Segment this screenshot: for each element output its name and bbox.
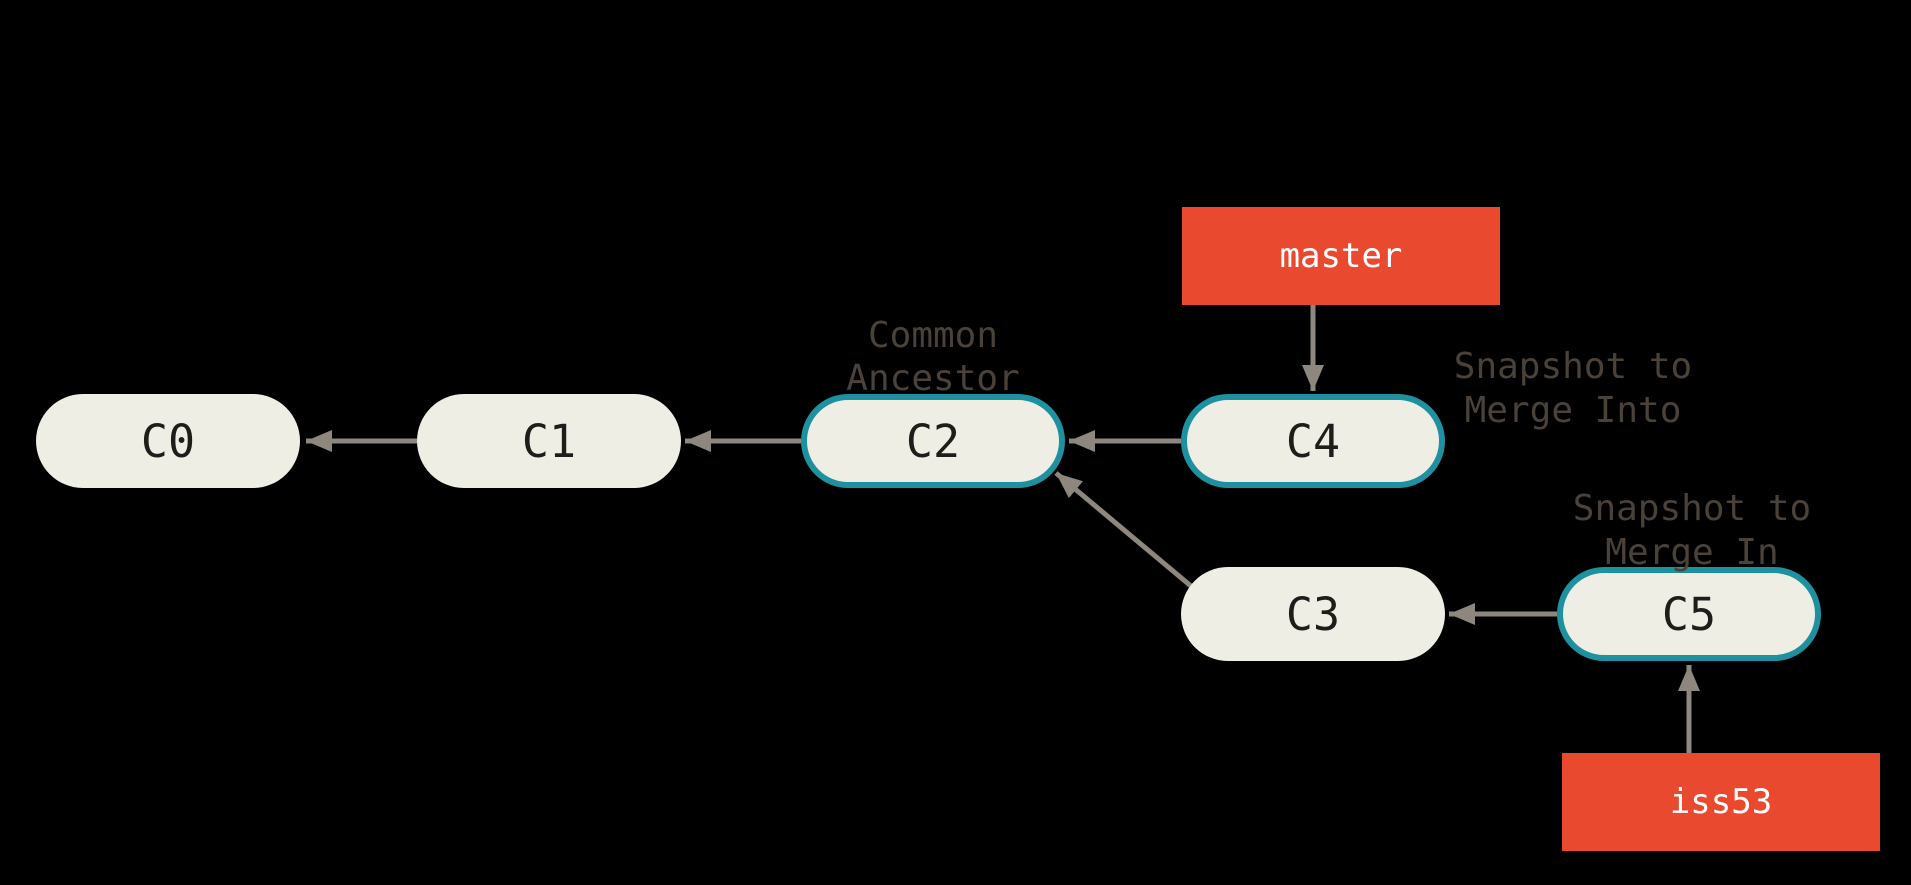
commit-label: C0 — [140, 414, 196, 468]
annotation-line: Merge In — [1605, 532, 1779, 573]
edge-c3-to-c2 — [1054, 471, 1212, 604]
commit-node-c1: C1 — [417, 394, 681, 488]
annotation-line: Merge Into — [1464, 390, 1682, 431]
branch-label: master — [1279, 236, 1403, 276]
commit-node-c0: C0 — [36, 394, 300, 488]
annotation-line: Snapshot to — [1453, 346, 1693, 387]
commit-label: C1 — [521, 414, 577, 468]
commit-node-c3: C3 — [1181, 567, 1445, 661]
commit-node-c5: C5 — [1557, 567, 1821, 661]
commit-node-c4: C4 — [1181, 394, 1445, 488]
branch-label: iss53 — [1669, 782, 1773, 822]
commit-node-c2: C2 — [801, 394, 1065, 488]
annotation-line: Snapshot to — [1572, 488, 1812, 529]
annotation-snapshot-to-merge-in: Snapshot to Merge In — [1492, 487, 1892, 575]
commit-label: C4 — [1285, 414, 1341, 468]
commit-label: C3 — [1285, 587, 1341, 641]
annotation-snapshot-to-merge-into: Snapshot to Merge Into — [1373, 345, 1773, 433]
commit-label: C5 — [1661, 587, 1717, 641]
branch-tag-master: master — [1182, 207, 1500, 305]
annotation-common-ancestor: Common Ancestor — [733, 314, 1133, 400]
annotation-line: Ancestor — [846, 358, 1020, 399]
branch-tag-iss53: iss53 — [1562, 753, 1880, 851]
commit-label: C2 — [905, 414, 961, 468]
annotation-line: Common — [867, 315, 999, 356]
